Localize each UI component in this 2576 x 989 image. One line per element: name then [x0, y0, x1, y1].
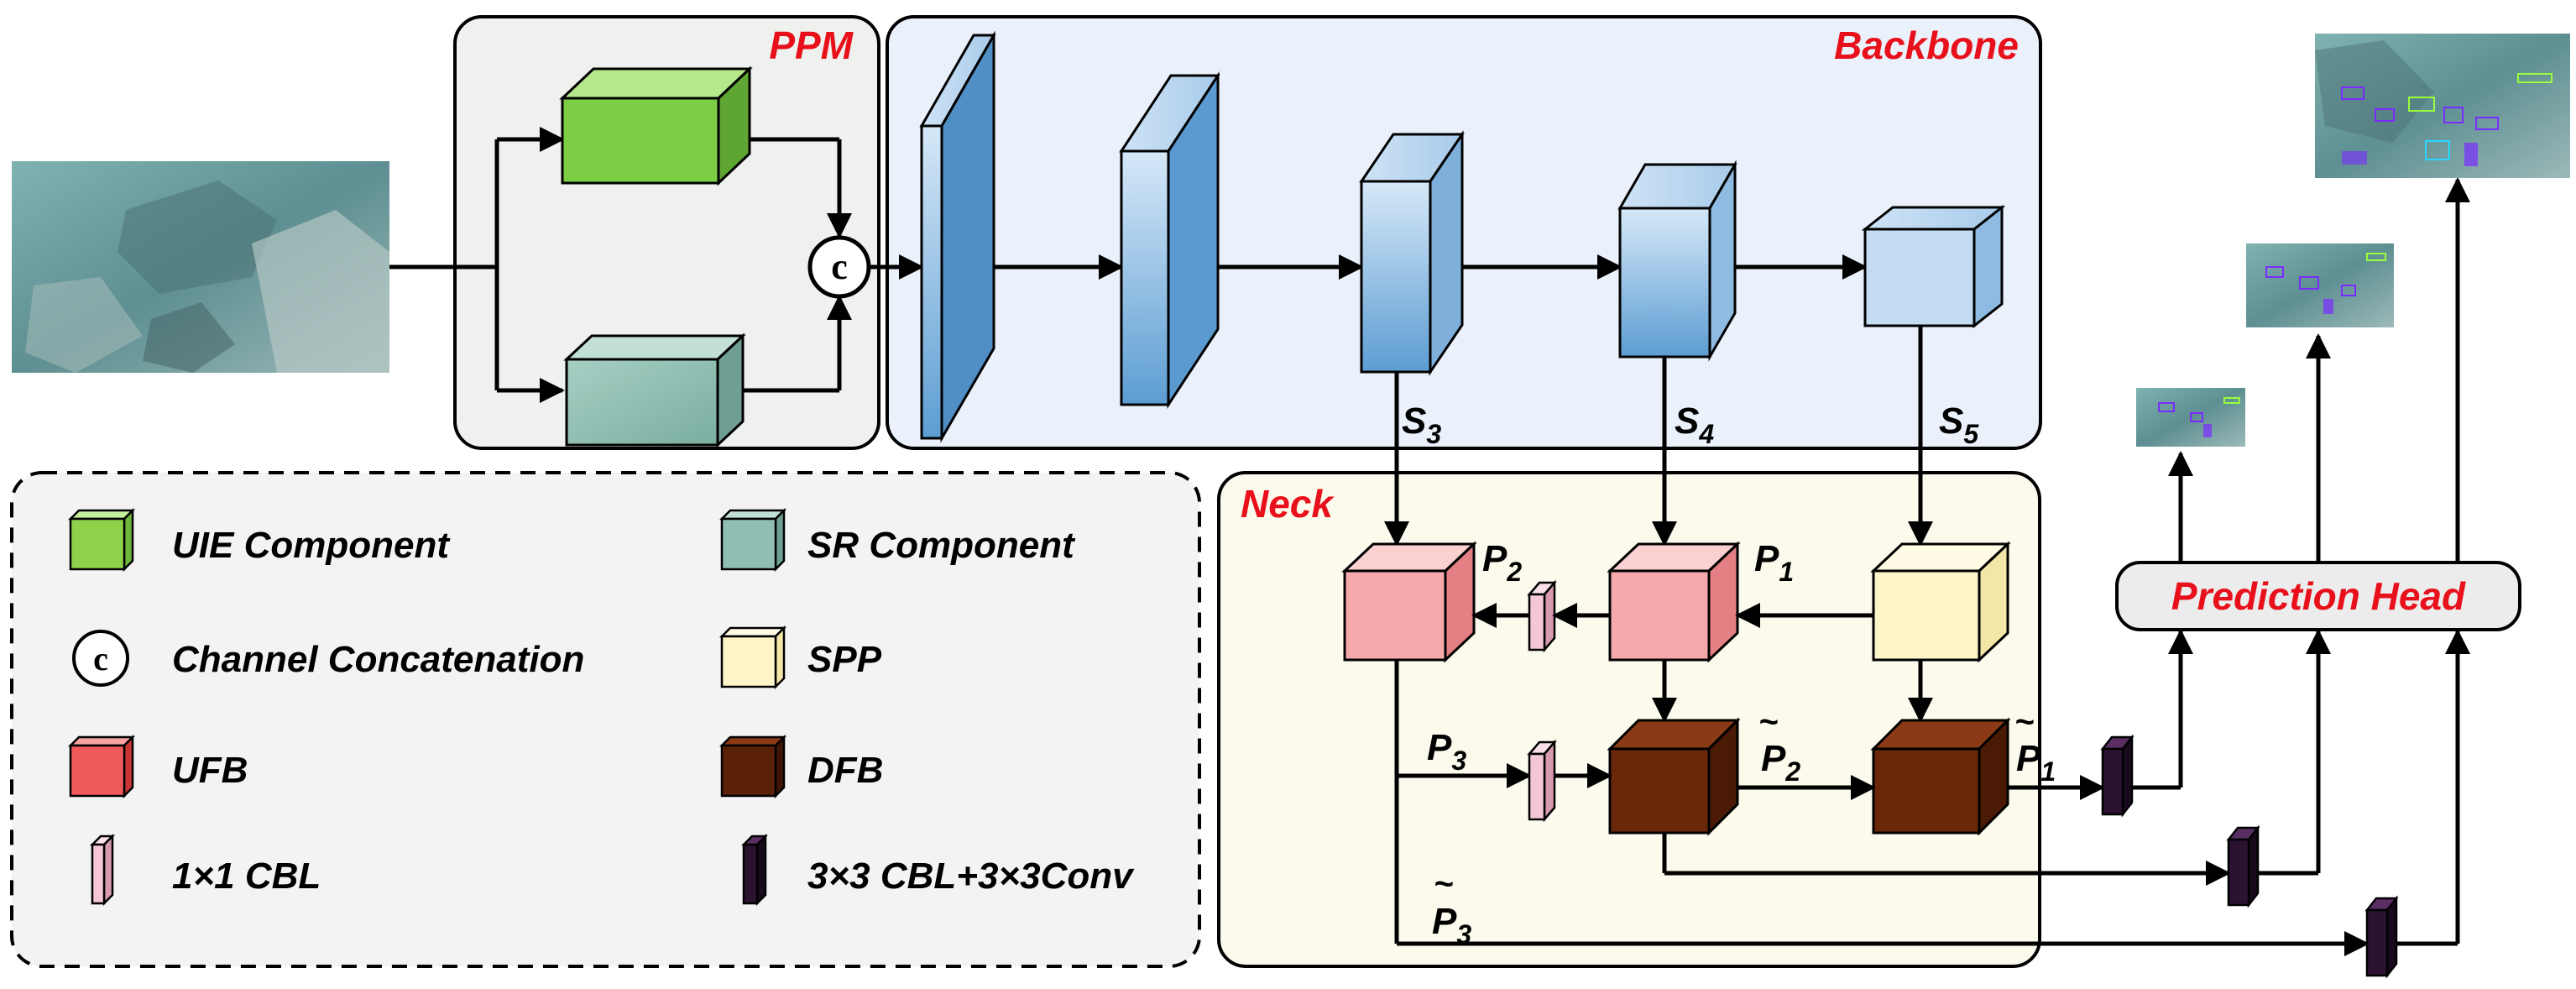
input-underwater-image [12, 161, 389, 373]
sr-component-icon [718, 507, 787, 573]
label-p2-tilde: P2 [1761, 738, 1800, 787]
legend-cbl1-label: 1×1 CBL [172, 856, 321, 897]
dfb-block-2 [1870, 717, 2011, 836]
backbone-block-2 [1119, 71, 1220, 410]
legend-ufb-label: UFB [172, 750, 248, 791]
label-s5: S5 [1939, 400, 1979, 449]
dfb-block-1 [1607, 717, 1741, 836]
concat-symbol: c [831, 246, 848, 287]
cbl1-block-upper [1527, 579, 1557, 653]
backbone-block-s4 [1617, 160, 1737, 362]
backbone-block-s5 [1861, 204, 2006, 329]
legend-cbl3-label: 3×3 CBL+3×3Conv [807, 856, 1135, 897]
backbone-block-s3 [1359, 130, 1465, 376]
cbl3-block-3 [2364, 895, 2399, 979]
label-p1-tilde: P1 [2016, 738, 2056, 787]
label-p1: P1 [1754, 538, 1794, 587]
legend-concat-label: Channel Concatenation [172, 639, 584, 680]
output-image-medium [2246, 243, 2394, 327]
legend-uie-label: UIE Component [172, 525, 451, 566]
cbl1-block-lower [1527, 739, 1557, 823]
label-s3: S3 [1402, 400, 1441, 449]
legend: UIE Component SR Component c Channel Con… [67, 507, 1135, 907]
neck-title: Neck [1241, 482, 1335, 526]
label-p3: P3 [1427, 727, 1466, 776]
legend-sr-label: SR Component [807, 525, 1076, 566]
ppm-merge-arrows [743, 137, 852, 393]
cbl3-block-2 [2226, 824, 2260, 908]
spp-block [1870, 541, 2011, 663]
legend-dfb-label: DFB [807, 750, 883, 791]
ppm-flow [389, 127, 565, 403]
spp-icon [718, 625, 787, 690]
ppm-panel: PPM [453, 15, 880, 450]
legend-panel [10, 471, 1201, 968]
cbl3-block-1 [2100, 734, 2134, 818]
legend-concat-symbol: c [93, 640, 108, 678]
uie-component-block [559, 65, 753, 186]
concat-node: c [807, 235, 871, 299]
backbone-block-1 [919, 30, 996, 443]
backbone-title: Backbone [1834, 24, 2019, 67]
concat-icon: c [72, 630, 129, 687]
dfb-icon [718, 734, 787, 799]
legend-spp-label: SPP [807, 639, 882, 680]
ufb-block-p2 [1341, 541, 1477, 663]
ufb-icon [67, 734, 136, 799]
tilde-p2: ~ [1758, 704, 1778, 740]
prediction-head: Prediction Head [2115, 561, 2521, 631]
tilde-p1: ~ [2014, 704, 2034, 740]
label-s4: S4 [1675, 400, 1714, 449]
cbl3-icon [740, 833, 769, 907]
sr-component-block [563, 332, 746, 448]
output-image-small [2136, 388, 2245, 447]
tilde-p3: ~ [1434, 866, 1453, 903]
label-p3-tilde: P3 [1432, 901, 1471, 950]
output-image-large [2315, 34, 2570, 178]
ppm-title: PPM [769, 24, 854, 67]
uie-component-icon [67, 507, 136, 573]
ufb-block-p1 [1607, 541, 1741, 663]
label-p2: P2 [1482, 538, 1522, 587]
prediction-head-label: Prediction Head [2171, 574, 2466, 618]
cbl1-icon [89, 833, 116, 907]
